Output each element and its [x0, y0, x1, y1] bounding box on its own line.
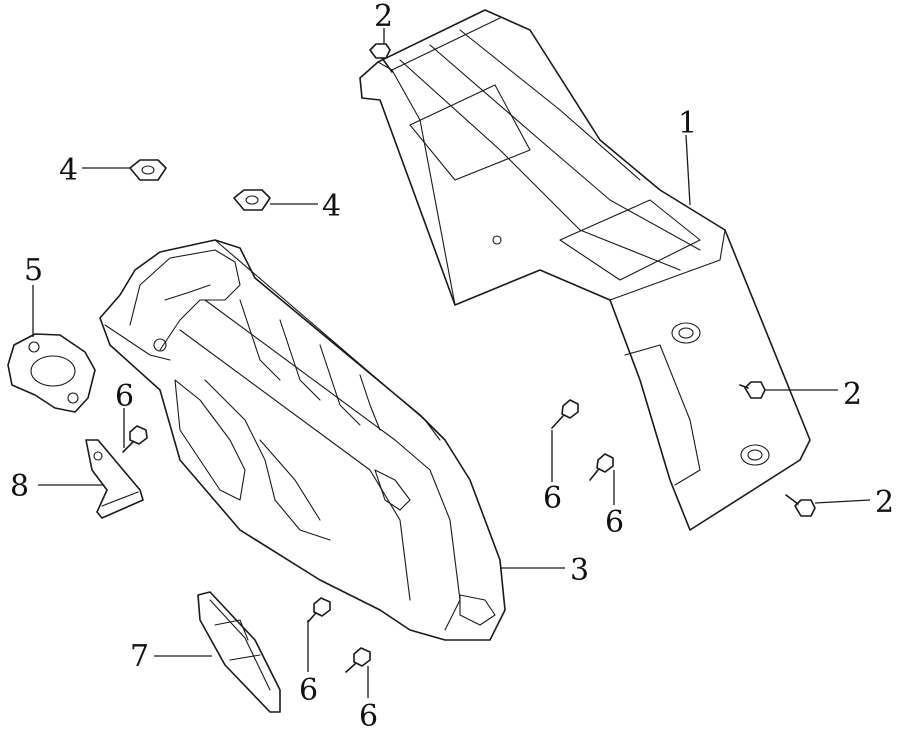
- heat-shield-part: [359, 9, 811, 531]
- callout-2-top: 2: [374, 0, 393, 34]
- callout-1: 1: [678, 106, 697, 141]
- callout-6-left: 6: [115, 379, 134, 414]
- nut-part-upper: [129, 159, 167, 181]
- bracket-part: [85, 439, 144, 519]
- leader-2c: [814, 499, 871, 504]
- callout-6-bottom-left: 6: [299, 673, 318, 708]
- bolt-mid-upper: [551, 399, 579, 429]
- bolt-mid-lower: [589, 453, 614, 481]
- callout-6-mid-upper: 6: [543, 481, 562, 516]
- callout-7: 7: [130, 639, 149, 674]
- callout-2-right-lower: 2: [875, 485, 894, 520]
- bolt-top: [369, 43, 393, 73]
- callout-8: 8: [10, 469, 29, 504]
- callout-2-right-upper: 2: [843, 377, 862, 412]
- callout-6-bottom-right: 6: [359, 699, 378, 734]
- leader-1: [685, 134, 691, 206]
- callout-3: 3: [570, 553, 589, 588]
- leader-lines: [32, 28, 871, 698]
- callout-5: 5: [24, 253, 43, 288]
- bolt-bottom-left: [307, 597, 331, 623]
- gasket-part: [7, 333, 96, 413]
- plate-part: [197, 591, 281, 713]
- muffler-part: [99, 239, 506, 641]
- bolt-left: [122, 425, 148, 453]
- callout-labels: 1 2 2 2 3 4 4 5 6 6 6 6 6 7 8: [10, 0, 894, 734]
- nut-part-lower: [233, 189, 271, 211]
- callout-6-mid-lower: 6: [605, 505, 624, 540]
- bolt-right-lower: [785, 494, 816, 517]
- callout-4-upper: 4: [59, 153, 78, 188]
- callout-4-lower: 4: [322, 189, 341, 224]
- bolt-bottom-right: [345, 647, 371, 673]
